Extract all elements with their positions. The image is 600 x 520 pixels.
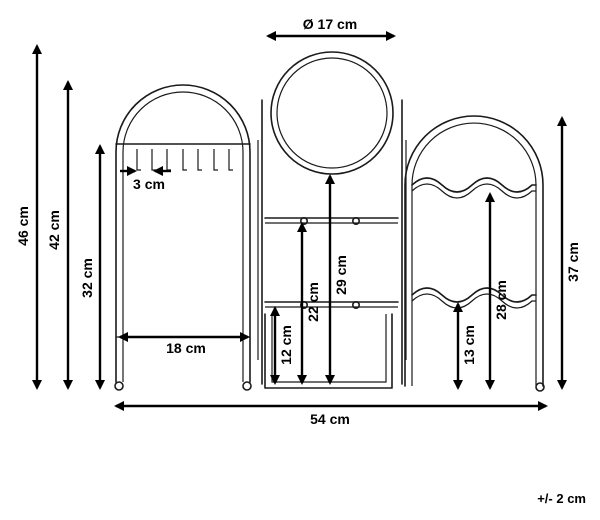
hook-row bbox=[136, 149, 233, 171]
label-left-bottom-width: 18 cm bbox=[166, 340, 206, 356]
label-wine-upper-height: 28 cm bbox=[493, 280, 509, 320]
tolerance-note: +/- 2 cm bbox=[537, 491, 586, 506]
label-left-frame-height: 42 cm bbox=[46, 210, 62, 250]
right-wine-panel bbox=[404, 115, 545, 392]
label-total-width: 54 cm bbox=[310, 411, 350, 427]
label-shelf-low-height: 12 cm bbox=[278, 325, 294, 365]
label-total-height: 46 cm bbox=[15, 206, 31, 246]
label-right-frame-height: 37 cm bbox=[565, 242, 581, 282]
label-shelf-high-height: 22 cm bbox=[305, 282, 321, 322]
label-hook-spacing: 3 cm bbox=[133, 176, 165, 192]
label-mirror-to-base: 29 cm bbox=[333, 255, 349, 295]
label-wine-lower-height: 13 cm bbox=[461, 325, 477, 365]
label-mirror-diameter: Ø 17 cm bbox=[303, 16, 357, 32]
label-left-inner-height: 32 cm bbox=[79, 258, 95, 298]
